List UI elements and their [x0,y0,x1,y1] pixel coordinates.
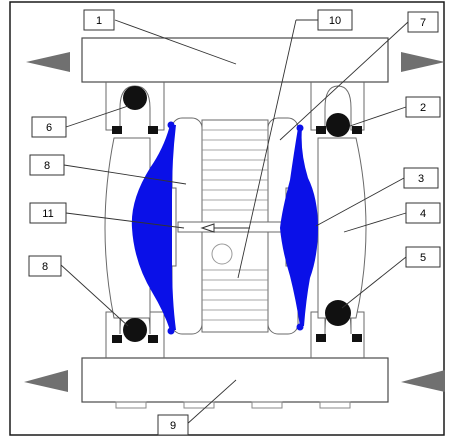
outlet-arrow-top-right [401,52,445,72]
callout-1-label: 1 [96,15,102,27]
left-diaphragm [131,125,176,330]
right-diaphragm [280,128,318,326]
callout-1: 1 [83,9,115,31]
callout-7-label: 7 [420,17,426,29]
right-diaphragm-tip-top [296,124,304,132]
seat-top-left-a [112,126,122,134]
outlet-arrow-bottom-right [401,370,445,392]
callout-9: 9 [157,414,189,436]
ball-check-top-left [123,86,147,110]
callout-6: 6 [31,116,67,138]
inlet-arrow-top-left [26,52,70,72]
callout-5: 5 [405,246,441,268]
ball-check-bottom-left [123,318,147,342]
manifold-feet [115,401,351,409]
seat-bottom-right-a [316,334,326,342]
callout-11: 11 [29,202,67,224]
bottom-manifold [81,357,389,403]
callout-10: 10 [317,9,353,31]
callout-9-label: 9 [170,420,176,432]
seat-top-right-a [316,126,326,134]
outer-frame [9,1,445,436]
connecting-shaft [177,221,287,233]
shaft-arrow-head [200,223,215,233]
right-fluid-chamber [317,137,367,319]
callout-8-lower: 8 [28,255,62,277]
left-diaphragm-tip-top [167,121,175,129]
seat-top-right-b [352,126,362,134]
callout-8-lower-label: 8 [42,261,48,273]
leader-lines [60,19,409,426]
callout-4-label: 4 [420,208,426,220]
seat-bottom-left-a [112,335,122,343]
center-bolt [211,243,233,265]
center-block-fins [202,129,268,321]
callout-10-label: 10 [329,15,341,27]
callout-4: 4 [405,202,441,224]
callout-11-label: 11 [42,208,53,220]
ball-check-top-right [326,113,350,137]
seat-bottom-left-b [148,335,158,343]
callout-2: 2 [405,96,441,118]
left-fluid-chamber [104,137,151,319]
callout-3: 3 [403,167,439,189]
callout-6-label: 6 [46,122,52,134]
inlet-arrow-bottom-left [24,370,68,392]
callout-8-upper-label: 8 [44,160,50,172]
right-diaphragm-tip-bottom [296,323,304,331]
seat-bottom-right-b [352,334,362,342]
top-manifold [81,37,389,83]
seat-top-left-b [148,126,158,134]
left-diaphragm-tip-bottom [167,327,175,335]
callout-2-label: 2 [420,102,426,114]
callout-3-label: 3 [418,173,424,185]
callout-5-label: 5 [420,252,426,264]
callout-7: 7 [407,11,439,33]
callout-8-upper: 8 [29,154,65,176]
